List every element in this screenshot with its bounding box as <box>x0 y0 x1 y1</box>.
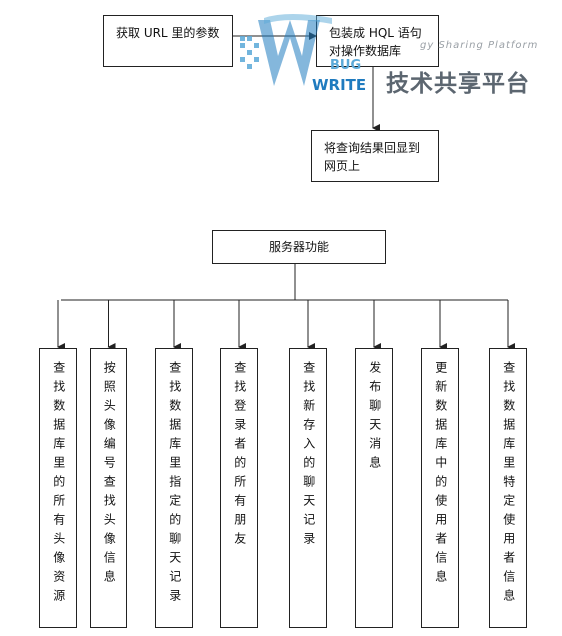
function-box-8: 查找数据库里特定使用者信息 <box>489 348 527 628</box>
root-label: 服务器功能 <box>268 240 329 254</box>
function-box-3: 查找数据库里指定的聊天记录 <box>155 348 193 628</box>
function-box-2: 按照头像编号查找头像信息 <box>90 348 127 628</box>
step-echo-results: 将查询结果回显到网页上 <box>311 130 439 182</box>
watermark-write: WRITE <box>312 76 367 94</box>
step-build-hql: 包装成 HQL 语句对操作数据库 <box>316 15 439 67</box>
function-label-4: 查找登录者的所有朋友 <box>232 361 247 551</box>
root-server-functions: 服务器功能 <box>212 230 386 264</box>
step-get-url-params-label: 获取 URL 里的参数 <box>116 26 220 40</box>
watermark: BUG WRITE 技术共享平台 gy Sharing Platform <box>238 8 548 98</box>
function-label-2: 按照头像编号查找头像信息 <box>102 361 117 589</box>
watermark-cn-name: 技术共享平台 <box>386 71 530 97</box>
function-box-6: 发布聊天消息 <box>355 348 393 628</box>
step-echo-results-label: 将查询结果回显到网页上 <box>324 141 421 173</box>
function-box-4: 查找登录者的所有朋友 <box>220 348 258 628</box>
function-box-7: 更新数据库中的使用者信息 <box>421 348 459 628</box>
watermark-logo-icon <box>240 14 332 86</box>
function-label-8: 查找数据库里特定使用者信息 <box>501 361 516 608</box>
function-label-7: 更新数据库中的使用者信息 <box>433 361 448 589</box>
function-label-1: 查找数据库里的所有头像资源 <box>51 361 66 608</box>
function-box-5: 查找新存入的聊天记录 <box>289 348 327 628</box>
function-label-6: 发布聊天消息 <box>367 361 382 475</box>
function-box-1: 查找数据库里的所有头像资源 <box>39 348 77 628</box>
watermark-bug: BUG <box>330 58 362 73</box>
watermark-en-tagline: gy Sharing Platform <box>420 40 539 51</box>
function-label-5: 查找新存入的聊天记录 <box>301 361 316 551</box>
step-get-url-params: 获取 URL 里的参数 <box>103 15 233 67</box>
function-label-3: 查找数据库里指定的聊天记录 <box>167 361 182 608</box>
step-build-hql-label: 包装成 HQL 语句对操作数据库 <box>329 26 422 58</box>
